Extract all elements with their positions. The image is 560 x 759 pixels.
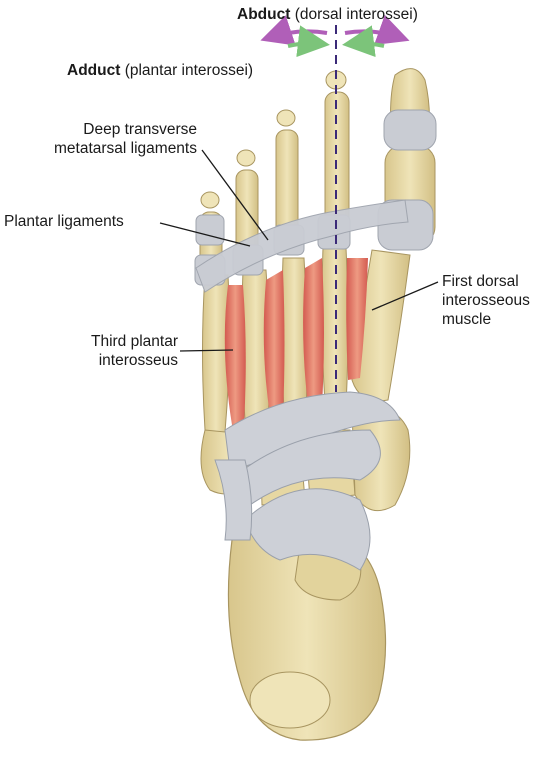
metatarsal-bones bbox=[202, 247, 411, 433]
deep-transverse-line2: metatarsal ligaments bbox=[53, 140, 197, 157]
deep-transverse-label: Deep transverse metatarsal ligaments bbox=[33, 120, 197, 158]
first-dorsal-line1: First dorsal bbox=[442, 273, 519, 290]
abduct-label: Abduct (dorsal interossei) bbox=[237, 5, 418, 24]
third-plantar-line2: interosseus bbox=[98, 352, 178, 369]
first-dorsal-line3: muscle bbox=[442, 311, 492, 328]
abduct-detail: (dorsal interossei) bbox=[290, 6, 418, 23]
first-dorsal-line2: interosseous bbox=[442, 292, 530, 309]
abduct-word: Abduct bbox=[237, 6, 291, 23]
heel-bones bbox=[227, 526, 387, 741]
plantar-ligaments-midfoot bbox=[214, 391, 401, 571]
third-plantar-interosseus-label: Third plantar interosseus bbox=[46, 332, 178, 370]
adduct-label: Adduct (plantar interossei) bbox=[67, 61, 253, 80]
third-plantar-line1: Third plantar bbox=[90, 333, 178, 350]
adduct-word: Adduct bbox=[67, 62, 121, 79]
plantar-ligaments-label: Plantar ligaments bbox=[4, 213, 124, 230]
transverse-ligament-band bbox=[195, 199, 409, 293]
leader-lines bbox=[159, 149, 439, 352]
interosseous-muscles bbox=[224, 258, 368, 425]
adduct-detail: (plantar interossei) bbox=[120, 62, 254, 79]
deep-transverse-line1: Deep transverse bbox=[83, 121, 197, 138]
adduct-arrows bbox=[287, 25, 385, 58]
first-dorsal-interosseous-label: First dorsal interosseous muscle bbox=[442, 272, 530, 329]
